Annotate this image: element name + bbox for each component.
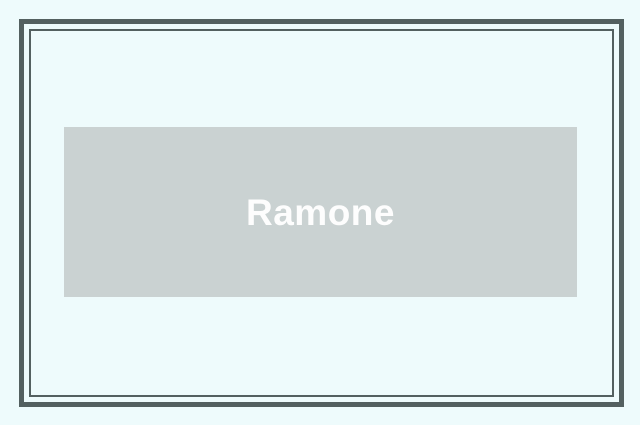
outer-frame-border	[19, 19, 624, 407]
image-placeholder: Ramone	[64, 127, 577, 297]
placeholder-label: Ramone	[246, 191, 395, 233]
inner-frame-border	[29, 29, 614, 397]
